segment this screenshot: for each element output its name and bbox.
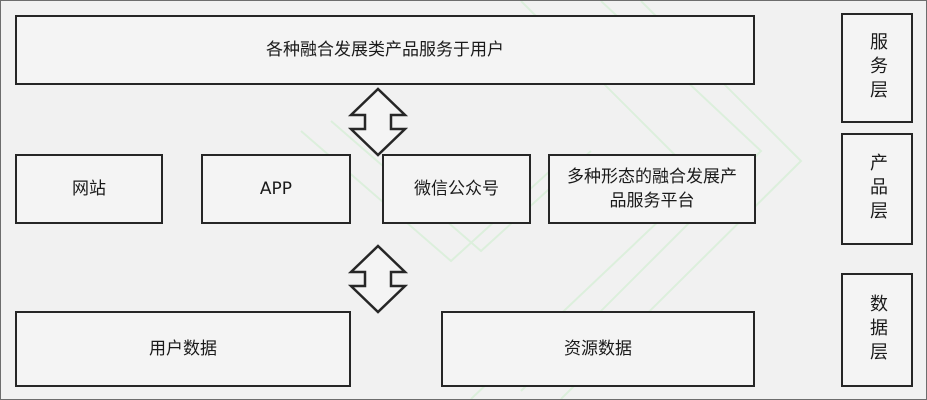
data-layer-label: 数据层 — [867, 294, 888, 366]
data-item-user: 用户数据 — [15, 311, 351, 387]
product-layer-label-box: 产品层 — [841, 133, 913, 245]
data-item-resource: 资源数据 — [441, 311, 755, 387]
product-item-app: APP — [201, 154, 351, 224]
product-item-website: 网站 — [15, 154, 163, 224]
double-arrow-icon — [347, 87, 409, 157]
service-main-box: 各种融合发展类产品服务于用户 — [15, 15, 755, 85]
service-layer-label-box: 服务层 — [841, 13, 913, 123]
product-item-platform: 多种形态的融合发展产品服务平台 — [548, 154, 756, 224]
data-layer-label-box: 数据层 — [841, 273, 913, 387]
product-item-wechat: 微信公众号 — [382, 154, 531, 224]
product-layer-label: 产品层 — [867, 153, 888, 225]
double-arrow-icon — [347, 244, 409, 314]
service-layer-label: 服务层 — [867, 32, 888, 104]
service-main-label: 各种融合发展类产品服务于用户 — [266, 40, 504, 60]
